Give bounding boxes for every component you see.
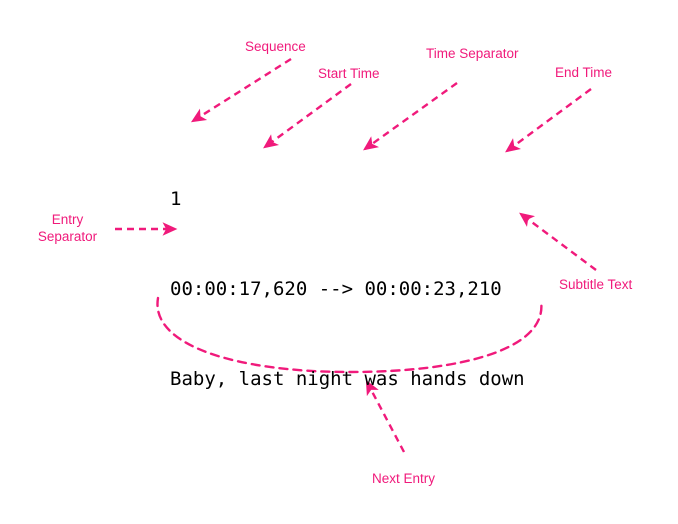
label-time-separator: Time Separator: [426, 46, 519, 61]
entry-1-text: Baby, last night was hands down: [170, 368, 525, 390]
subtitle-text-arrow: [519, 212, 597, 271]
label-end-time: End Time: [555, 65, 613, 80]
entry-separator-blank-line: [170, 454, 525, 484]
label-entry-separator-line-1: Entry: [51, 212, 84, 227]
entry-1-sequence: 1: [170, 188, 182, 210]
label-start-time: Start Time: [318, 66, 380, 81]
label-next-entry: Next Entry: [372, 471, 436, 486]
label-entry-separator-line-2: Separator: [37, 229, 98, 244]
label-sequence: Sequence: [245, 39, 306, 54]
entry-1-timecode: 00:00:17,620 --> 00:00:23,210: [170, 278, 502, 300]
srt-content: 1 00:00:17,620 --> 00:00:23,210 Baby, la…: [170, 124, 525, 524]
sequence-arrow: [190, 57, 292, 123]
label-entry-separator: Entry Separator: [25, 211, 110, 245]
label-subtitle-text: Subtitle Text: [559, 277, 633, 292]
